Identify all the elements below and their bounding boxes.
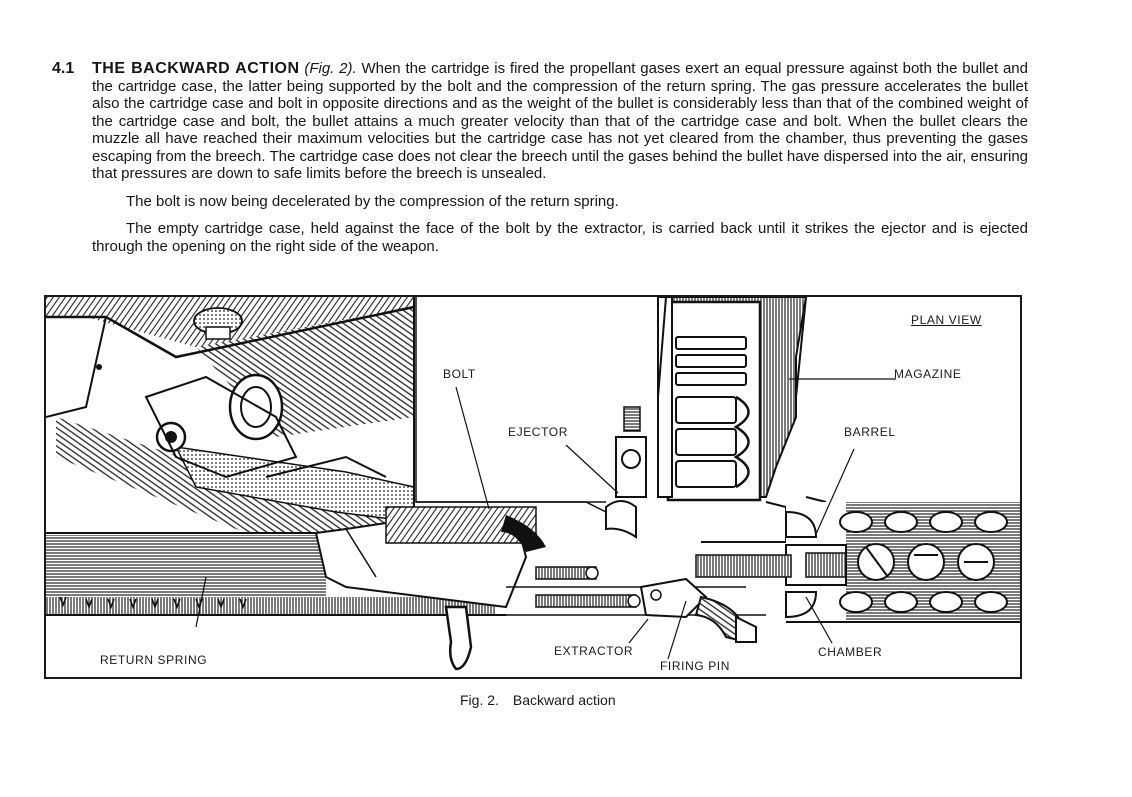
section-number: 4.1	[52, 60, 75, 77]
figure-backward-action: PLAN VIEW BOLT MAGAZINE EJECTOR BARREL R…	[44, 295, 1022, 679]
paragraph-2: The bolt is now being decelerated by the…	[126, 192, 619, 210]
receiver-tube	[46, 506, 766, 671]
paragraph-3: The empty cartridge case, held against t…	[92, 220, 1028, 255]
return-spring-label: RETURN SPRING	[100, 653, 208, 667]
figure-reference: (Fig. 2).	[304, 60, 357, 77]
bolt-label: BOLT	[443, 367, 476, 381]
magazine-drawing	[605, 297, 827, 539]
barrel-drawing	[639, 502, 1020, 644]
leader-lines	[195, 378, 896, 660]
inset-perspective-view	[46, 297, 415, 534]
paragraph-1-body: When the cartridge is fired the propella…	[92, 60, 1028, 182]
mechanism-drawing	[46, 297, 1020, 671]
plan-view-label: PLAN VIEW	[911, 313, 982, 327]
caption-number: Fig. 2.	[460, 692, 499, 708]
magazine-label: MAGAZINE	[894, 367, 962, 381]
ejector-label: EJECTOR	[508, 425, 568, 439]
caption-text: Backward action	[512, 692, 616, 708]
firing-pin-label: FIRING PIN	[660, 659, 731, 673]
paragraph-1: THE BACKWARD ACTION (Fig. 2). When the c…	[92, 60, 1028, 183]
extractor-label: EXTRACTOR	[554, 644, 634, 658]
barrel-label: BARREL	[844, 425, 896, 439]
figure-caption: Fig. 2. Backward action	[460, 692, 616, 708]
section-4-1: 4.1 THE BACKWARD ACTION (Fig. 2). When t…	[52, 60, 1028, 255]
section-heading: THE BACKWARD ACTION	[92, 60, 300, 77]
chamber-label: CHAMBER	[818, 645, 883, 659]
